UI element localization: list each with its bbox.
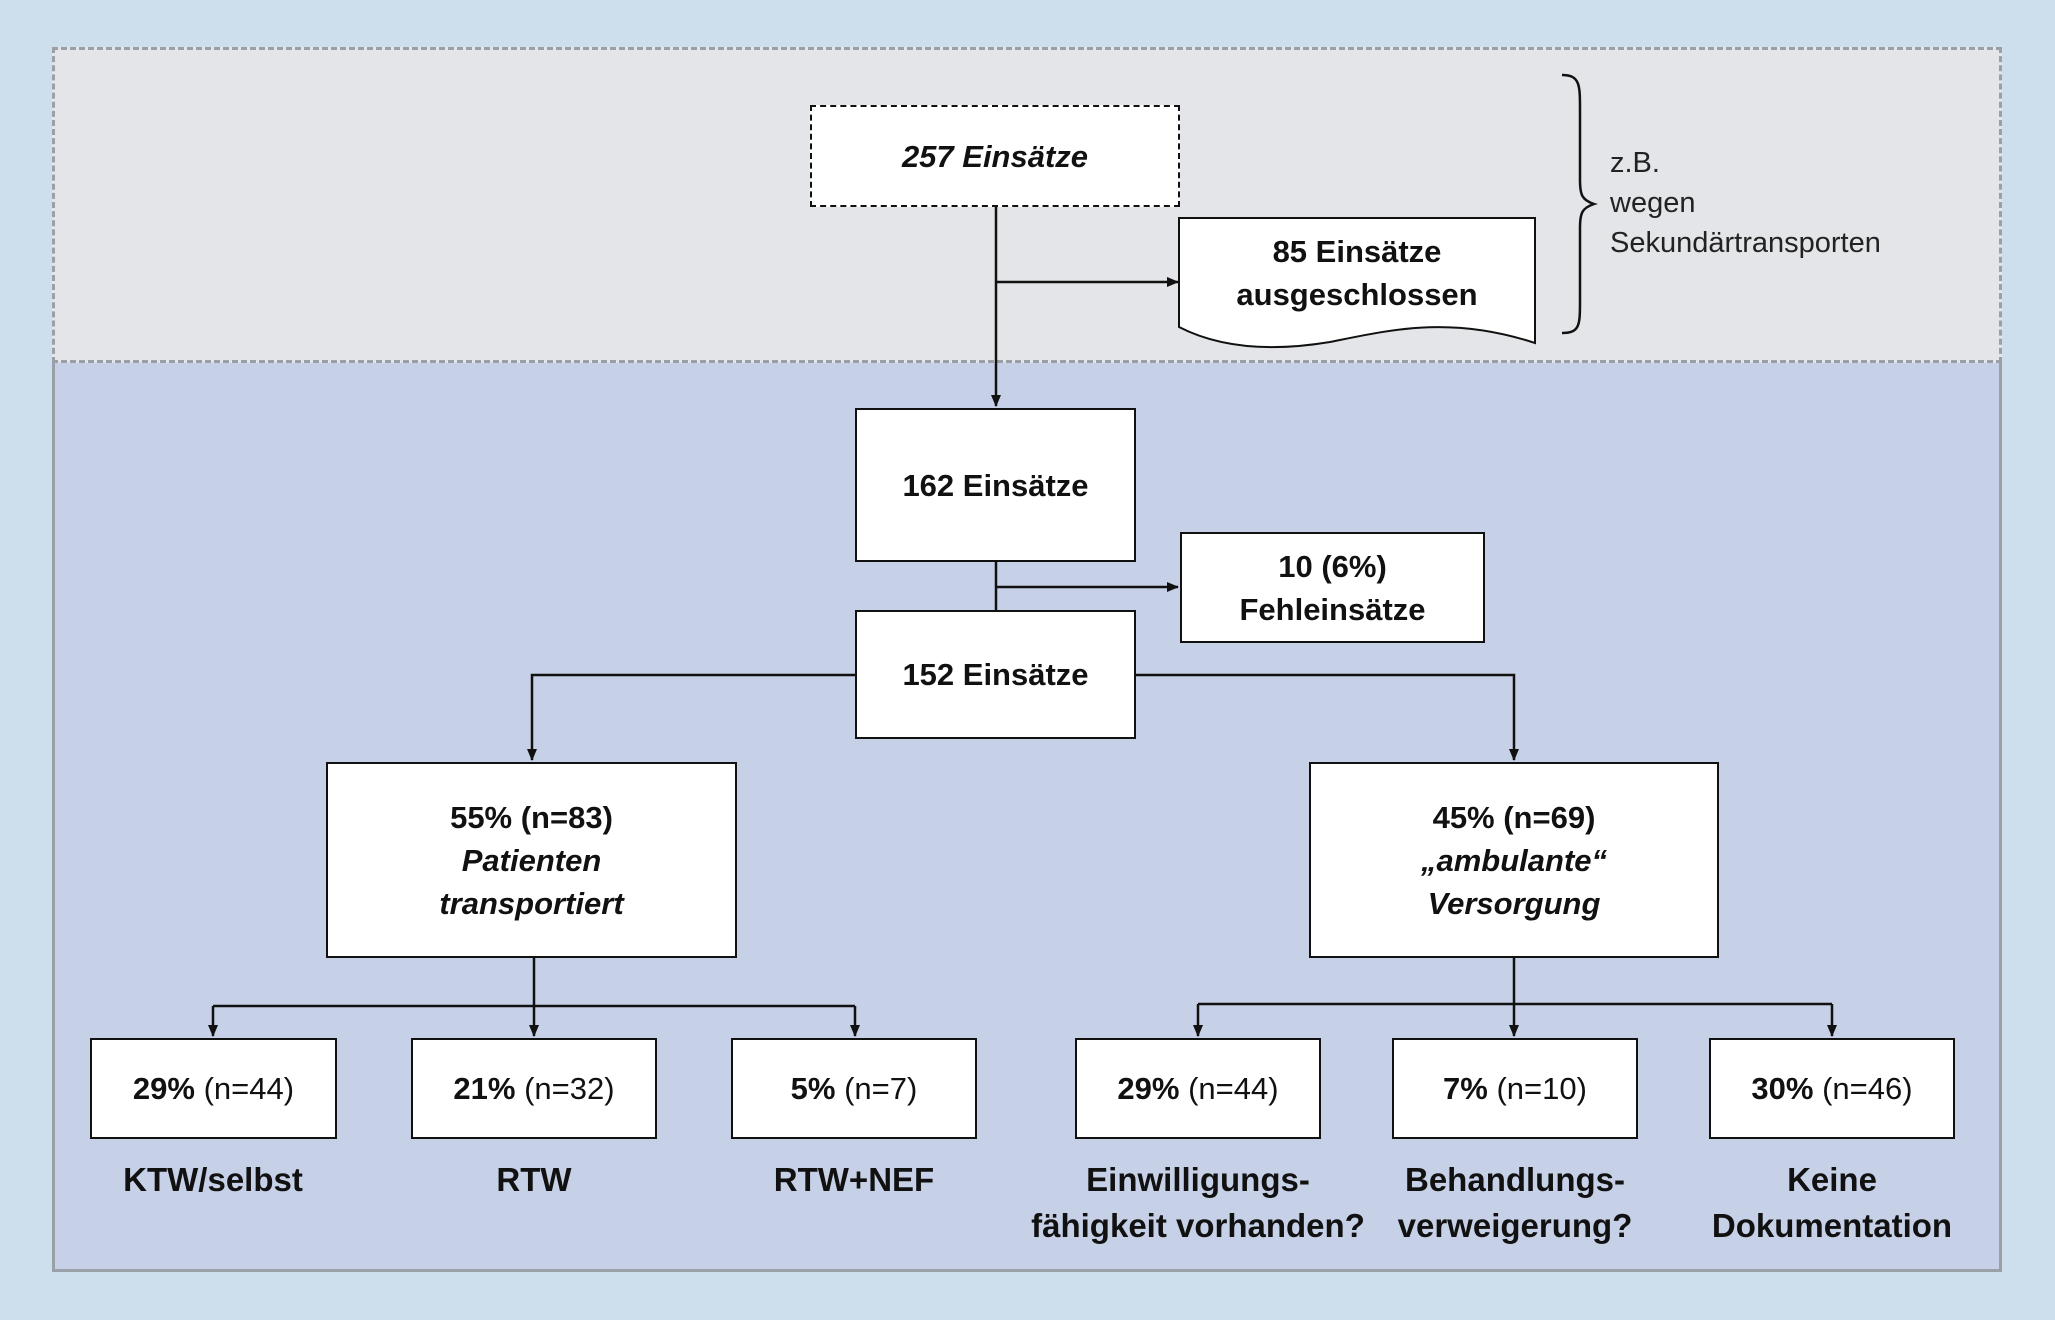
left-branch-line3: transportiert (439, 885, 624, 921)
right-child-3-caption: Keine Dokumentation (1682, 1157, 1982, 1249)
left-child-1-caption: KTW/selbst (63, 1157, 363, 1203)
left-child-2-caption: RTW (384, 1157, 684, 1203)
note-line-2: wegen (1610, 187, 1696, 219)
excluded-line1: 85 Einsätze (1272, 234, 1442, 269)
left-child-2-box: 21% (n=32) (411, 1038, 657, 1139)
right-branch-box: 45% (n=69) „ambulante“ Versorgung (1309, 762, 1719, 958)
arrow-152-to-right (1136, 673, 1519, 761)
right-branch-line2: „ambulante“ (1420, 842, 1608, 878)
right-child-3-caption-line-1: Keine (1787, 1161, 1877, 1198)
left-child-1-pct: 29% (132, 1071, 195, 1106)
right-child-2-box: 7% (n=10) (1392, 1038, 1638, 1139)
left-child-2-caption-line: RTW (496, 1161, 572, 1198)
curly-brace (1561, 73, 1598, 335)
right-child-2-n: (n=10) (1496, 1071, 1587, 1106)
right-child-1-n: (n=44) (1188, 1071, 1279, 1106)
left-child-3-box: 5% (n=7) (731, 1038, 977, 1139)
left-child-1-box: 29% (n=44) (90, 1038, 337, 1139)
total-label: 257 Einsätze (901, 138, 1089, 174)
right-child-1-pct: 29% (1117, 1071, 1180, 1106)
left-child-3-pct: 5% (790, 1071, 836, 1106)
right-child-2-caption-line-2: verweigerung? (1397, 1207, 1633, 1244)
arrow-152-to-left (527, 673, 855, 761)
right-child-1-caption-line-1: Einwilligungs- (1086, 1161, 1310, 1198)
right-child-3-caption-line-2: Dokumentation (1711, 1207, 1953, 1244)
left-branch-box: 55% (n=83) Patienten transportiert (326, 762, 737, 958)
exclusion-note: z.B. wegen Sekundärtransporten (1610, 143, 1881, 263)
left-branch-pct: 55% (n=83) (450, 799, 613, 835)
excluded-box: 85 Einsätze ausgeschlossen (1179, 225, 1535, 321)
total-box: 257 Einsätze (810, 105, 1180, 207)
right-child-1-caption-line-2: fähigkeit vorhanden? (1031, 1207, 1365, 1244)
right-child-2-caption: Behandlungs- verweigerung? (1365, 1157, 1665, 1249)
right-child-2-pct: 7% (1443, 1071, 1488, 1106)
left-branch-line2: Patienten (461, 842, 602, 878)
right-child-3-box: 30% (n=46) (1709, 1038, 1955, 1139)
step2-label: 152 Einsätze (902, 657, 1089, 692)
right-branch-pct: 45% (n=69) (1432, 799, 1596, 835)
right-branch-line3: Versorgung (1427, 885, 1601, 921)
left-child-3-n: (n=7) (844, 1071, 918, 1106)
note-line-3: Sekundärtransporten (1610, 227, 1881, 259)
left-child-3-caption-line: RTW+NEF (773, 1161, 935, 1198)
misfire-box: 10 (6%) Fehleinsätze (1180, 532, 1485, 643)
excluded-doc-shape (1178, 217, 1536, 349)
right-child-3-n: (n=46) (1822, 1071, 1913, 1106)
left-child-1-caption-line: KTW/selbst (123, 1161, 303, 1198)
right-child-1-caption: Einwilligungs- fähigkeit vorhanden? (1003, 1157, 1393, 1249)
step2-box: 152 Einsätze (855, 610, 1136, 739)
left-child-2-pct: 21% (453, 1071, 516, 1106)
note-line-1: z.B. (1610, 147, 1660, 179)
right-child-1-box: 29% (n=44) (1075, 1038, 1321, 1139)
step1-box: 162 Einsätze (855, 408, 1136, 562)
misfire-line1: 10 (6%) (1278, 548, 1387, 584)
right-child-2-caption-line-1: Behandlungs- (1405, 1161, 1625, 1198)
left-child-1-n: (n=44) (203, 1071, 295, 1106)
step1-label: 162 Einsätze (902, 467, 1089, 503)
misfire-line2: Fehleinsätze (1239, 591, 1426, 627)
right-child-3-pct: 30% (1751, 1071, 1814, 1106)
left-child-3-caption: RTW+NEF (704, 1157, 1004, 1203)
excluded-line2: ausgeschlossen (1236, 277, 1478, 312)
left-child-2-n: (n=32) (524, 1071, 615, 1106)
